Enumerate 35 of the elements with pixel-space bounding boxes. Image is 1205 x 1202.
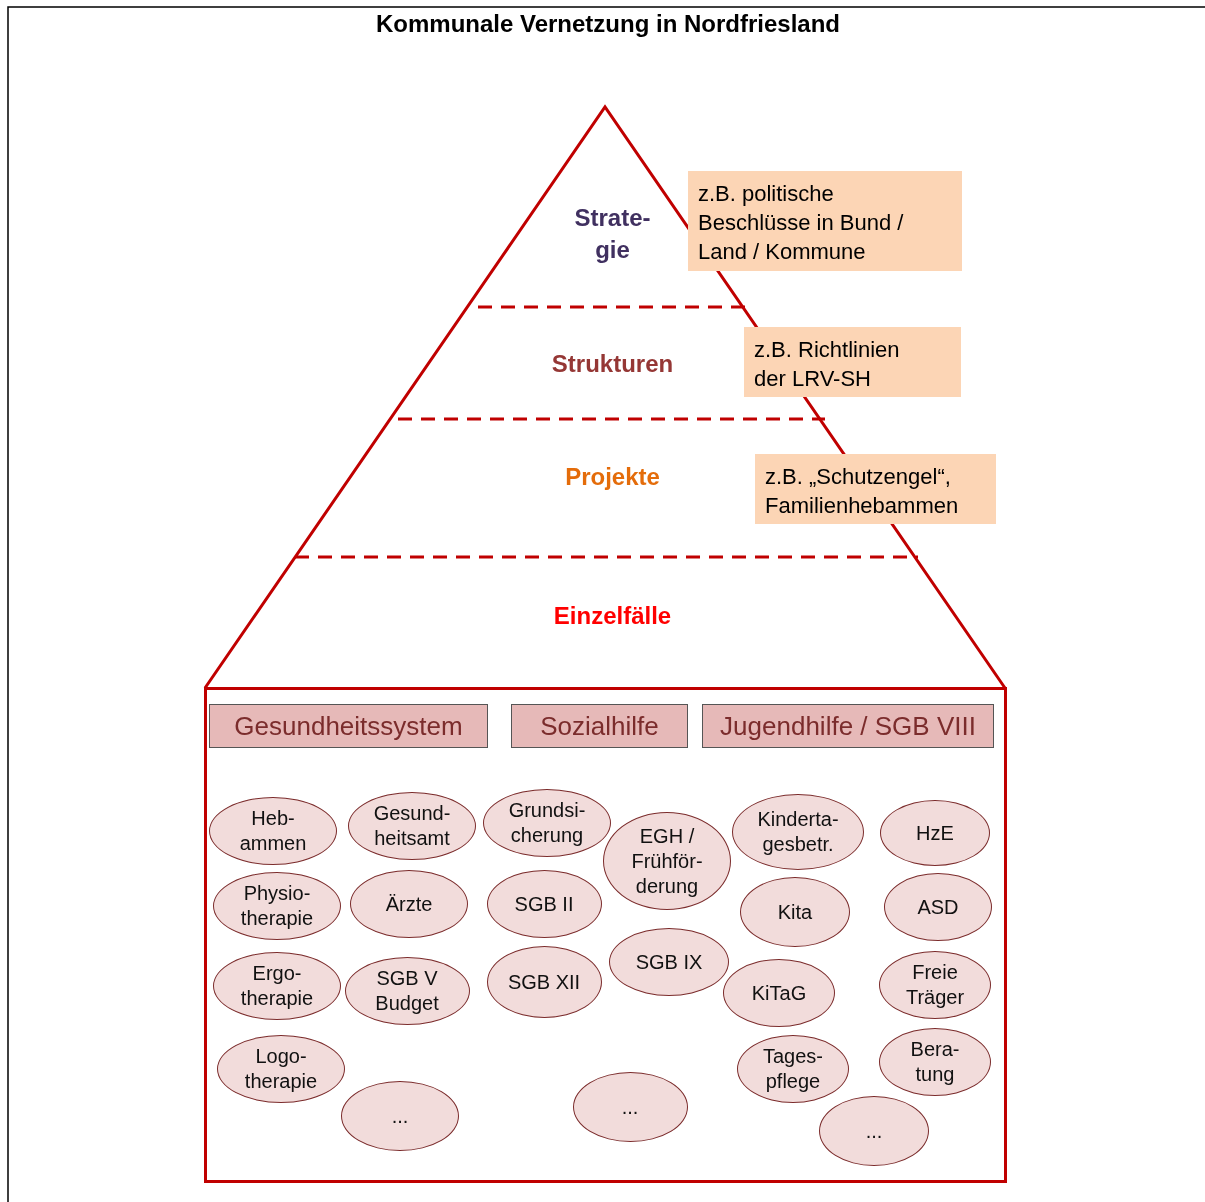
topic-ellipse: HzE — [880, 800, 990, 866]
topic-ellipse: Logo- therapie — [217, 1035, 345, 1103]
pyramid-level-label: Strate- gie — [565, 198, 660, 270]
topic-ellipse: SGB IX — [609, 928, 729, 996]
example-box: z.B. Richtlinien der LRV-SH — [744, 327, 961, 397]
pyramid-level-label: Strukturen — [520, 345, 705, 383]
topic-ellipse: Kinderta- gesbetr. — [732, 794, 864, 870]
topic-ellipse: Bera- tung — [879, 1028, 991, 1096]
topic-ellipse: SGB XII — [486, 946, 602, 1018]
example-box: z.B. „Schutzengel“, Familienhebammen — [755, 454, 996, 524]
topic-ellipse: Gesund- heitsamt — [348, 792, 476, 860]
topic-ellipse: Kita — [740, 877, 850, 947]
topic-ellipse: ASD — [884, 873, 992, 941]
topic-ellipse: Heb- ammen — [209, 797, 337, 865]
topic-ellipse: Grundsi- cherung — [483, 789, 611, 857]
category-header: Sozialhilfe — [511, 704, 688, 748]
topic-ellipse: SGB V Budget — [344, 957, 470, 1025]
pyramid-level-label: Einzelfälle — [520, 597, 705, 635]
topic-ellipse: EGH / Frühför- derung — [603, 812, 731, 910]
topic-ellipse: Tages- pflege — [737, 1035, 849, 1103]
topic-ellipse: SGB II — [486, 870, 602, 938]
pyramid-level-label: Projekte — [530, 458, 695, 496]
house-frame — [204, 687, 1007, 1183]
category-header: Jugendhilfe / SGB VIII — [702, 704, 994, 748]
topic-ellipse: Physio- therapie — [213, 872, 341, 940]
topic-ellipse: Freie Träger — [879, 951, 991, 1019]
example-box: z.B. politische Beschlüsse in Bund / Land / Kommune — [688, 171, 962, 271]
topic-ellipse: KiTaG — [723, 959, 835, 1027]
topic-ellipse: ... — [341, 1081, 459, 1151]
diagram-title: Kommunale Vernetzung in Nordfriesland — [374, 10, 842, 38]
topic-ellipse: Ärzte — [350, 870, 468, 938]
topic-ellipse: ... — [819, 1096, 929, 1166]
topic-ellipse: ... — [572, 1072, 688, 1142]
topic-ellipse: Ergo- therapie — [213, 952, 341, 1020]
category-header: Gesundheitssystem — [209, 704, 488, 748]
